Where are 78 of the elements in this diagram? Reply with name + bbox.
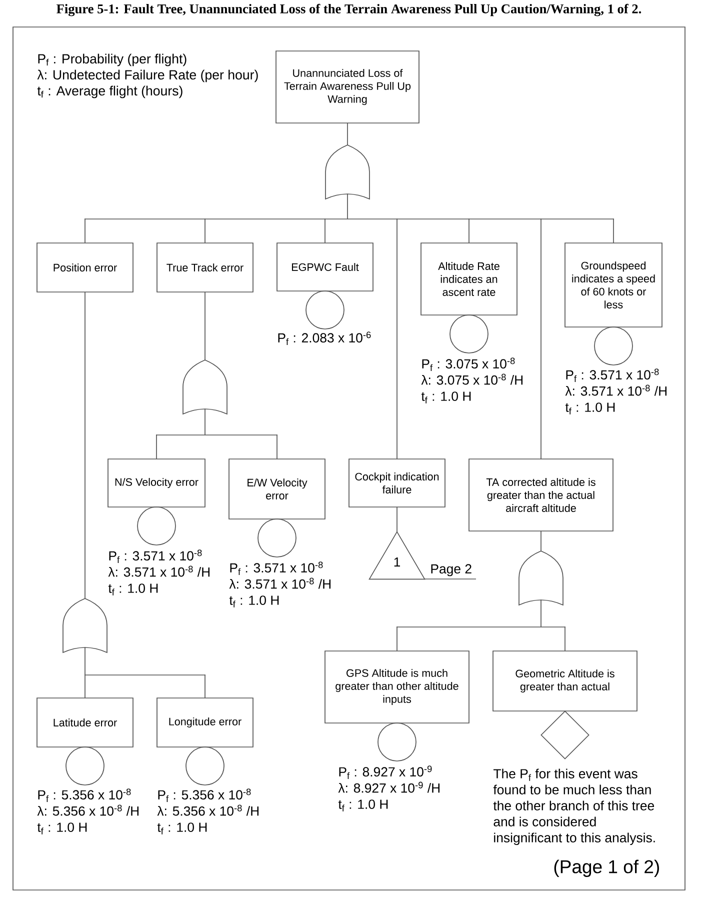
event-data-text: P$_{f}$ : 5.356 x 10$^{-8}$ <box>38 788 131 802</box>
event-box: Cockpit indication failure <box>348 458 446 508</box>
basic-event-circle <box>258 518 296 558</box>
connector-line <box>204 292 206 360</box>
note-text: The P$_{f}$ for this event was found to be much less than the other branch of this tree and is considered insignificant to this analysis. <box>493 768 655 846</box>
or-gate <box>325 144 370 200</box>
connector-line <box>156 434 157 459</box>
event-box: Groundspeed indicates a speed of 60 knots or less <box>564 242 662 328</box>
symbol-key-text: P$_{f}$ : Probability (per flight) <box>38 54 186 66</box>
figure-title: Figure 5-1: Fault Tree, Unannunciated Loss of the Terrain Awareness Pull Up Caution/Warning, 1 of 2. <box>56 4 642 16</box>
connector-line <box>564 626 566 651</box>
event-box: Position error <box>36 242 134 292</box>
page-reference-text: Page 2 <box>431 564 472 576</box>
event-box: Geometric Altitude is greater than actual <box>492 650 638 712</box>
or-gate <box>62 598 108 653</box>
event-data-text: P$_{f}$ : 2.083 x 10$^{-6}$ <box>278 332 371 345</box>
event-data-text: P$_{f}$ : 3.571 x 10$^{-8}$ <box>109 550 202 563</box>
event-data-text: P$_{f}$ : 5.356 x 10$^{-8}$ <box>158 788 251 802</box>
event-data-text: t$_{f}$ : 1.0 H <box>421 392 471 404</box>
event-data-text: t$_{f}$ : 1.0 H <box>229 596 279 608</box>
event-box: N/S Velocity error <box>108 458 206 508</box>
basic-event-circle <box>66 746 104 786</box>
symbol-key-text: λ: Undetected Failure Rate (per hour) <box>37 70 258 82</box>
connector-line <box>156 408 278 436</box>
event-box: E/W Velocity error <box>228 458 326 520</box>
event-box: GPS Altitude is much greater than other altitude inputs <box>324 650 470 724</box>
connector-line <box>84 292 86 599</box>
event-data-text: t$_{f}$ : 1.0 H <box>565 402 615 414</box>
connector-line <box>396 600 566 628</box>
or-gate <box>182 360 228 414</box>
basic-event-circle <box>378 722 416 762</box>
connector-line <box>396 507 398 532</box>
event-box: True Track error <box>156 242 254 292</box>
connector-line <box>324 218 326 244</box>
event-data-text: t$_{f}$ : 1.0 H <box>108 584 158 596</box>
diamond-symbol <box>540 710 590 760</box>
connector-line <box>84 647 206 676</box>
connector-line <box>613 218 614 244</box>
event-data-text: λ: 5.356 x 10$^{-8}$ /H <box>37 804 138 816</box>
basic-event-circle <box>186 746 224 786</box>
event-data-text: t$_{f}$ : 1.0 H <box>338 800 388 812</box>
event-data-text: P$_{f}$ : 3.075 x 10$^{-8}$ <box>422 358 515 371</box>
basic-event-circle <box>594 326 633 366</box>
event-box: TA corrected altitude is greater than the actual aircraft altitude <box>468 458 614 532</box>
event-box: EGPWC Fault <box>276 242 374 292</box>
event-data-text: t$_{f}$ : 1.0 H <box>157 822 207 834</box>
event-data-text: λ: 3.571 x 10$^{-8}$ /H <box>108 566 210 577</box>
event-data-text: λ: 3.571 x 10$^{-8}$ /H <box>565 384 666 396</box>
event-box: Longitude error <box>156 698 254 748</box>
event-data-text: P$_{f}$ : 3.571 x 10$^{-8}$ <box>566 368 659 382</box>
or-gate <box>518 550 564 606</box>
event-data-text: λ: 5.356 x 10$^{-8}$ /H <box>157 804 258 816</box>
page-number-text: (Page 1 of 2) <box>554 860 659 877</box>
event-data-text: λ: 8.927 x 10$^{-9}$ /H <box>338 782 440 793</box>
connector-line <box>84 674 86 698</box>
connector-line <box>468 218 470 244</box>
symbol-key-text: t$_{f}$ : Average flight (hours) <box>37 86 182 98</box>
connector-line <box>84 194 614 220</box>
event-data-text: P$_{f}$ : 3.571 x 10$^{-8}$ <box>230 562 323 575</box>
event-data-text: λ: 3.571 x 10$^{-8}$ /H <box>229 578 330 589</box>
event-box: Latitude error <box>36 698 134 748</box>
connector-line <box>276 434 278 459</box>
basic-event-circle <box>306 290 344 330</box>
event-box: Altitude Rate indicates an ascent rate <box>420 242 518 316</box>
top-event-box: Unannunciated Loss of Terrain Awareness Pull Up Warning <box>276 50 420 124</box>
event-data-text: λ: 3.075 x 10$^{-8}$ /H <box>421 374 522 385</box>
connector-line <box>204 674 206 698</box>
connector-line <box>396 218 398 459</box>
event-data-text: t$_{f}$ : 1.0 H <box>37 822 87 834</box>
connector-line <box>347 123 348 146</box>
connector-line <box>84 218 86 244</box>
basic-event-circle <box>137 506 176 546</box>
connector-line <box>396 626 398 651</box>
event-data-text: P$_{f}$ : 8.927 x 10$^{-9}$ <box>339 766 432 779</box>
connector-line <box>204 218 206 244</box>
connector-line <box>540 218 542 459</box>
basic-event-circle <box>450 314 488 354</box>
connector-line <box>540 531 542 552</box>
